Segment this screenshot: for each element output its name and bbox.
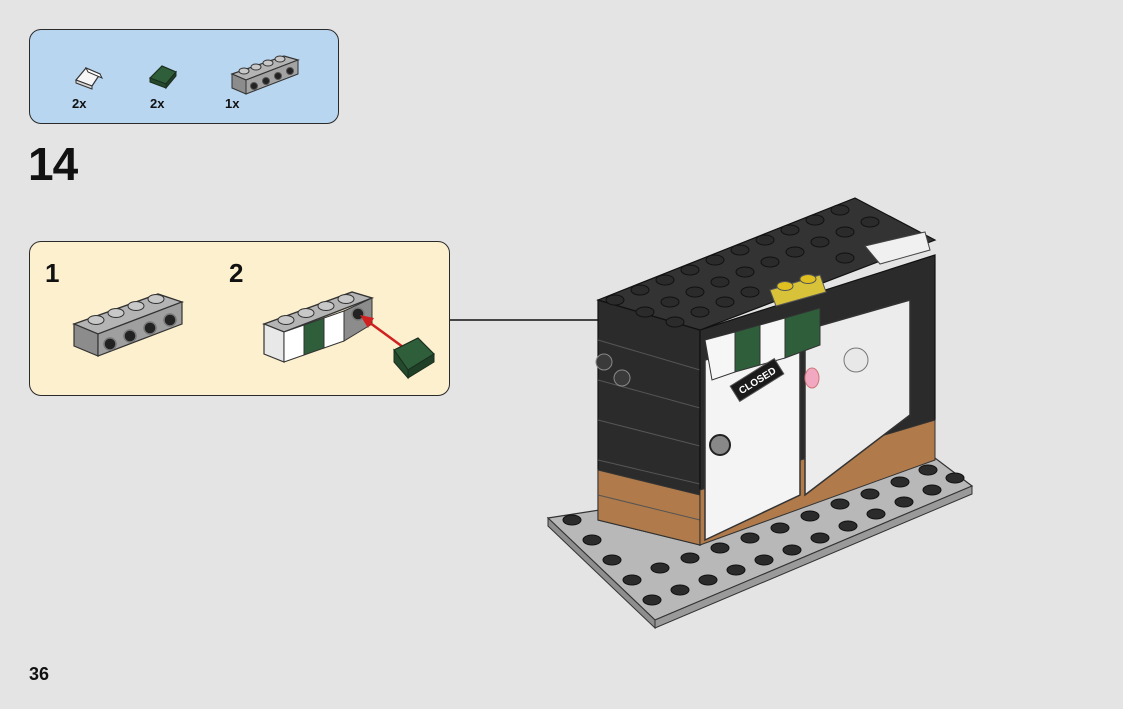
quantity-bracket-plate: 1x [225,96,240,111]
substep-1-number: 1 [45,258,60,288]
roof [596,197,937,331]
parts-list-box: 2x 2x 1x [29,29,339,124]
base-plate [546,457,974,630]
substep-2-illustration [256,278,446,388]
subassembly-box: 1 2 [29,241,450,396]
substep-2-number: 2 [229,258,244,288]
awning [704,307,821,381]
left-wall [595,299,701,546]
shop-window [804,299,911,497]
quantity-green-slope: 2x [150,96,165,111]
bracket-plate-icon [226,44,304,100]
page-number: 36 [29,664,50,684]
green-slope-icon [146,62,182,90]
white-slope-icon [72,62,106,90]
substep-1-bracket-illustration [70,280,190,362]
door-handle [709,434,731,456]
quantity-white-slope: 2x [72,96,87,111]
step-number: 14 [28,138,78,190]
